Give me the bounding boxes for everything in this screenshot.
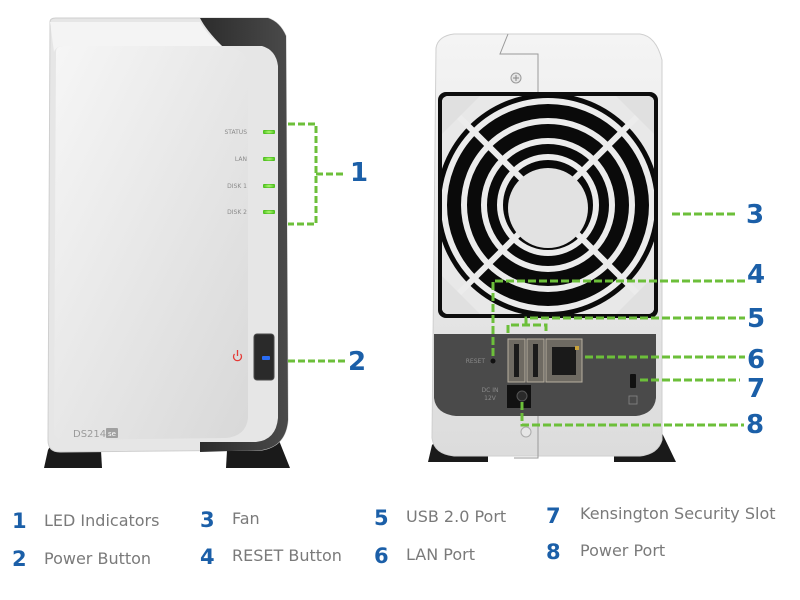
model-badge bbox=[106, 428, 118, 438]
fan-grill bbox=[442, 96, 654, 314]
led-disk1 bbox=[263, 184, 275, 188]
callout-line-1 bbox=[288, 122, 346, 226]
legend-label: Power Button bbox=[44, 549, 152, 568]
dc-voltage-label: 12V bbox=[484, 395, 497, 402]
legend-label: Power Port bbox=[580, 541, 666, 560]
led-label-status: STATUS bbox=[224, 129, 247, 136]
legend-number: 8 bbox=[546, 540, 561, 564]
kensington-slot[interactable] bbox=[630, 374, 636, 388]
callout-number-7: 7 bbox=[747, 374, 766, 404]
led-lan bbox=[263, 157, 275, 161]
model-label: DS214 bbox=[73, 429, 106, 440]
legend-number: 6 bbox=[374, 544, 389, 568]
led-disk2 bbox=[263, 210, 275, 214]
legend-label: RESET Button bbox=[232, 546, 342, 565]
screw-icon-top bbox=[510, 72, 522, 84]
callout-number-6: 6 bbox=[747, 345, 766, 375]
reset-button[interactable] bbox=[490, 358, 496, 364]
callout-number-1: 1 bbox=[350, 158, 369, 188]
power-icon bbox=[232, 350, 243, 362]
callout-number-3: 3 bbox=[746, 200, 765, 230]
front-view: STATUS LAN DISK 1 DISK 2 DS214 se bbox=[44, 17, 346, 468]
front-side-strip bbox=[200, 18, 288, 452]
lock-icon bbox=[628, 395, 638, 405]
legend-number: 2 bbox=[12, 547, 27, 571]
led-label-lan: LAN bbox=[235, 156, 247, 163]
callout-number-4: 4 bbox=[747, 260, 766, 290]
legend-number: 1 bbox=[12, 509, 27, 533]
callout-line-5 bbox=[506, 316, 745, 333]
callout-number-8: 8 bbox=[746, 410, 765, 440]
dc-in-label: DC IN bbox=[482, 387, 499, 394]
legend-number: 4 bbox=[200, 545, 215, 569]
legend-label: Kensington Security Slot bbox=[580, 504, 776, 523]
screw-icon-bottom bbox=[520, 426, 532, 438]
fan-hub bbox=[508, 168, 588, 248]
legend-label: LED Indicators bbox=[44, 511, 160, 530]
legend-label: Fan bbox=[232, 509, 260, 528]
led-label-disk2: DISK 2 bbox=[227, 209, 247, 216]
back-view: RESET DC IN 12V bbox=[428, 33, 745, 462]
model-badge-text: se bbox=[108, 430, 116, 438]
legend-number: 7 bbox=[546, 504, 561, 528]
legend-label: LAN Port bbox=[406, 545, 475, 564]
io-panel bbox=[434, 334, 656, 416]
legend-label: USB 2.0 Port bbox=[406, 507, 507, 526]
legend-number: 3 bbox=[200, 508, 215, 532]
callout-line-8 bbox=[520, 402, 744, 427]
led-status bbox=[263, 130, 275, 134]
power-led bbox=[262, 356, 270, 360]
legend-number: 5 bbox=[374, 506, 389, 530]
reset-label: RESET bbox=[466, 358, 486, 365]
led-label-disk1: DISK 1 bbox=[227, 183, 247, 190]
callout-number-5: 5 bbox=[747, 304, 766, 334]
callout-number-2: 2 bbox=[348, 347, 367, 377]
callout-line-4 bbox=[491, 279, 745, 356]
front-face bbox=[54, 46, 248, 440]
